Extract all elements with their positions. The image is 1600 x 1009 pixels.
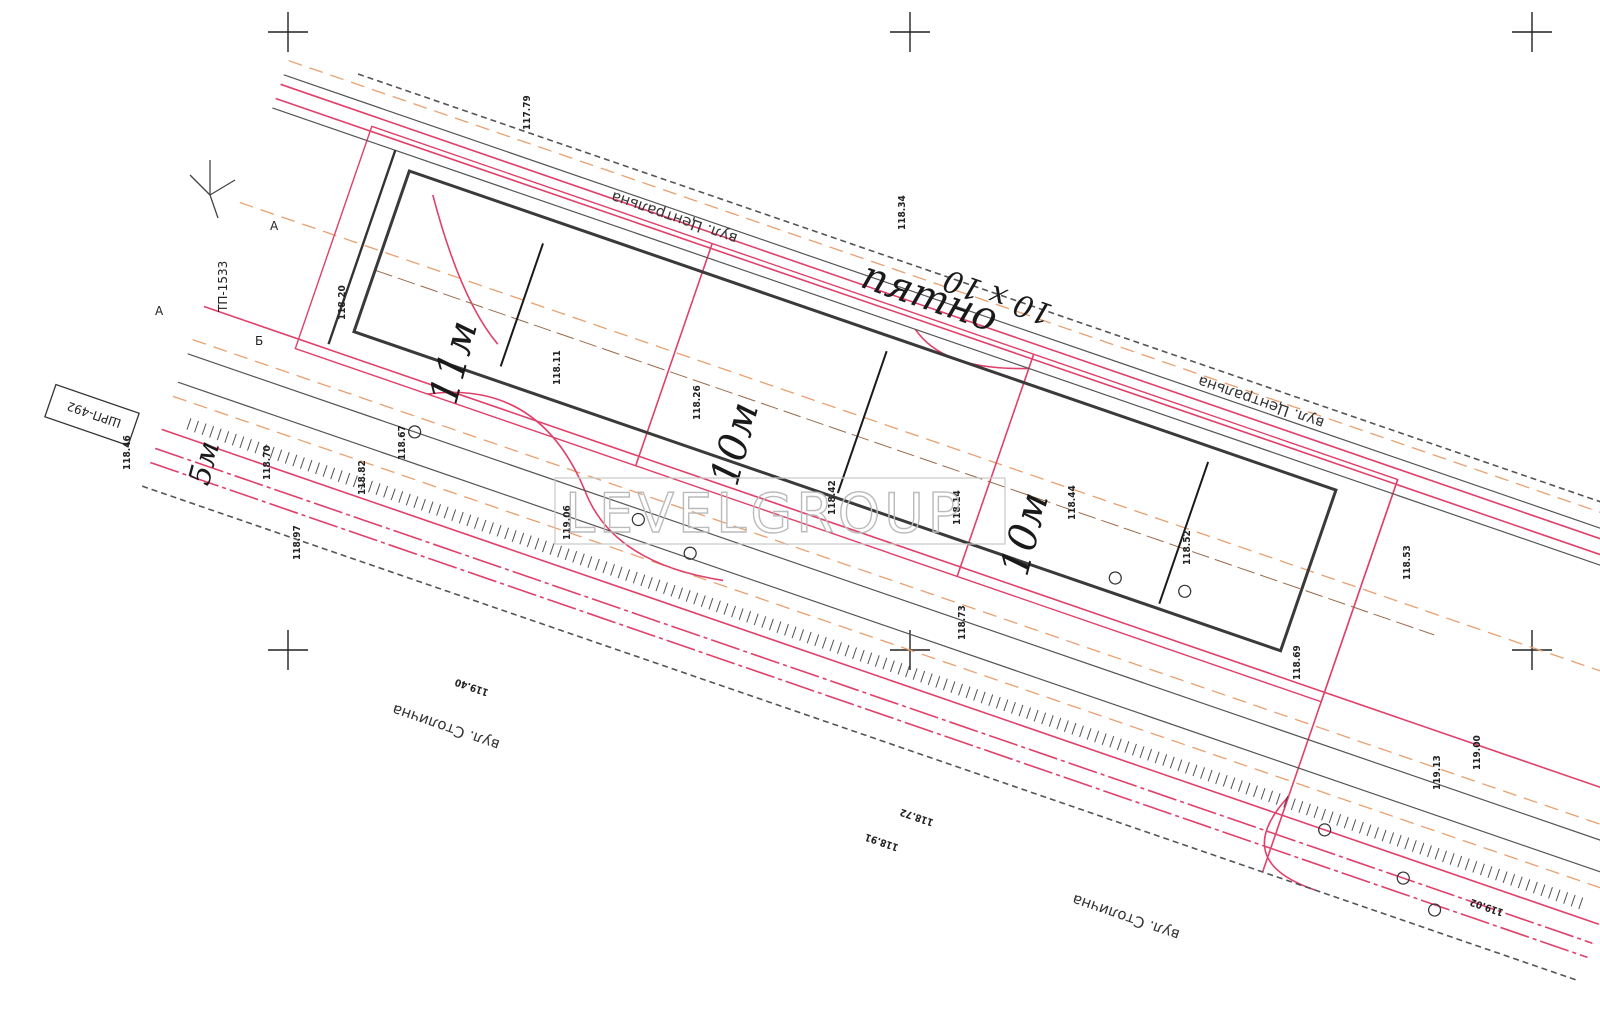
street-label-central-right: вул. Центральна (1195, 372, 1326, 432)
road-edges (141, 73, 1600, 982)
dimension-arrows (499, 243, 1210, 605)
street-label-capital-left: вул. Столична (390, 701, 502, 755)
tree-symbols (408, 425, 1442, 917)
elev-12: 118.67 (397, 425, 408, 460)
letter-a-left: А (155, 304, 164, 318)
dim-mid-label: 10м (702, 397, 768, 490)
elev-0: 117.79 (522, 95, 533, 130)
left-mark-label: 5м (182, 437, 227, 489)
elev-16: 118.53 (1402, 545, 1413, 580)
elev-8: 118.52 (1182, 530, 1193, 565)
elev-2: 118.20 (337, 285, 348, 320)
elev-21: 118.72 (899, 806, 935, 828)
elev-11: 118.82 (357, 460, 368, 495)
fence-line (374, 269, 1435, 636)
tp-label: ТП-1533 (216, 261, 230, 313)
elev-1: 118.34 (897, 195, 908, 230)
letter-a-top: А (270, 219, 279, 233)
elev-18: 119.13 (1432, 755, 1443, 790)
watermark: LEVELGROUP (565, 482, 964, 545)
dim-right-label: 10м (992, 487, 1058, 580)
north-arrow-icon (189, 160, 236, 219)
elev-17: 119.00 (1472, 735, 1483, 770)
elev-7: 118.44 (1067, 485, 1078, 520)
left-boundary (327, 149, 397, 345)
curb-ticks (183, 417, 1587, 911)
elev-19: 119.02 (1469, 896, 1505, 918)
elev-3: 118.11 (552, 350, 563, 385)
shrp-box (44, 383, 140, 447)
street-label-central-top: вул. Центральна (609, 188, 740, 248)
elev-4: 118.26 (692, 385, 703, 420)
elev-5: 118.42 (827, 480, 838, 515)
elev-20: 118.91 (864, 831, 900, 853)
elev-9: 118.46 (122, 435, 133, 470)
elev-23: 118.97 (292, 525, 303, 560)
elev-22: 119.40 (454, 676, 490, 698)
plan-rotated (141, 60, 1600, 982)
elev-15: 118.69 (1292, 645, 1303, 680)
watermark-box (554, 477, 1006, 545)
letter-b: Б (255, 334, 263, 348)
elev-13: 119.06 (562, 505, 573, 540)
elev-6: 118.14 (952, 490, 963, 525)
gas-lines (172, 60, 1600, 892)
building-footprint (352, 169, 1338, 653)
elev-14: 118.73 (957, 605, 968, 640)
elev-10: 118.70 (262, 445, 273, 480)
street-label-capital-bottom: вул. Столична (1070, 891, 1182, 945)
